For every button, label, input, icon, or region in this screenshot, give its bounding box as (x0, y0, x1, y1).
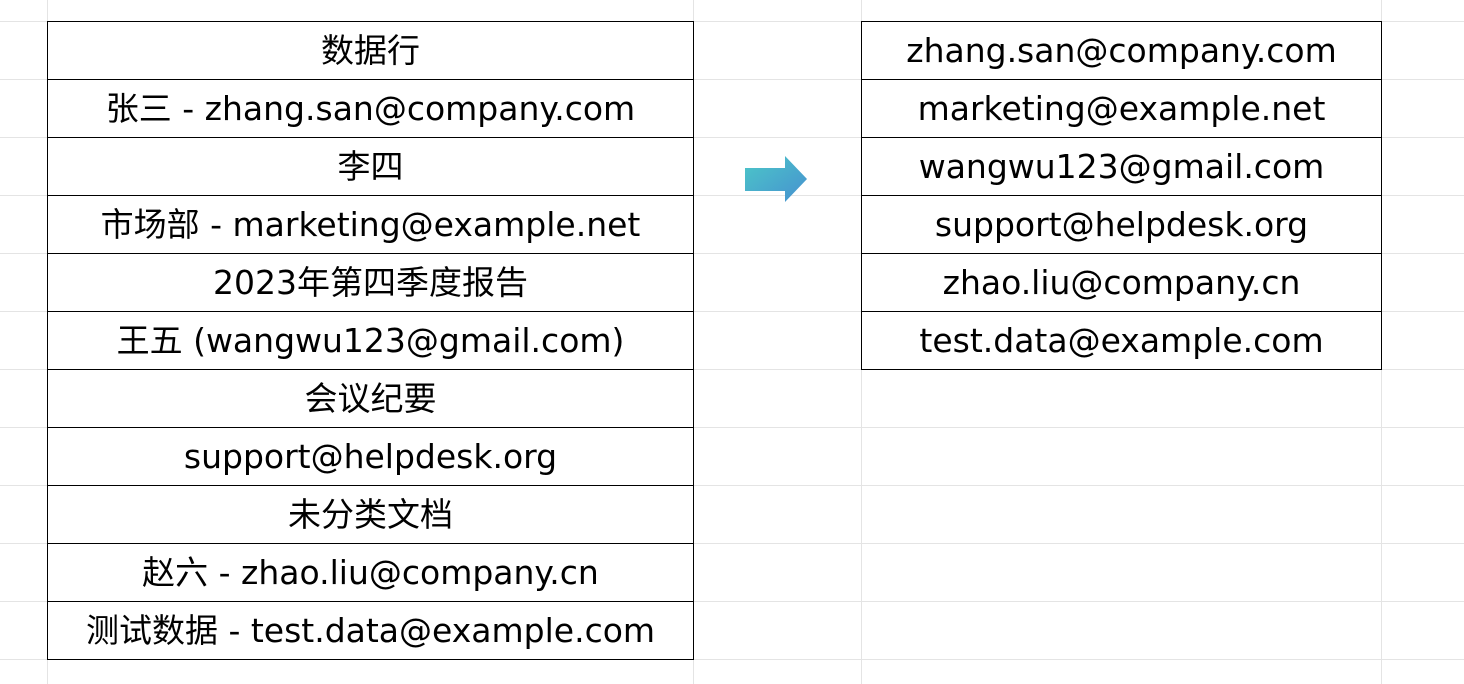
table-row: 张三 - zhang.san@company.com (47, 79, 694, 138)
arrow-right-icon (745, 156, 807, 202)
table-row: 李四 (47, 137, 694, 196)
email-cell[interactable]: support@helpdesk.org (861, 195, 1382, 254)
email-cell[interactable]: zhang.san@company.com (861, 21, 1382, 80)
source-cell[interactable]: 张三 - zhang.san@company.com (47, 79, 694, 138)
source-cell[interactable]: 测试数据 - test.data@example.com (47, 601, 694, 660)
email-cell[interactable]: zhao.liu@company.cn (861, 253, 1382, 312)
table-row: 未分类文档 (47, 485, 694, 544)
table-row: 测试数据 - test.data@example.com (47, 601, 694, 660)
source-cell[interactable]: 市场部 - marketing@example.net (47, 195, 694, 254)
source-cell[interactable]: support@helpdesk.org (47, 427, 694, 486)
email-cell[interactable]: marketing@example.net (861, 79, 1382, 138)
source-cell[interactable]: 李四 (47, 137, 694, 196)
email-cell[interactable]: wangwu123@gmail.com (861, 137, 1382, 196)
source-cell[interactable]: 王五 (wangwu123@gmail.com) (47, 311, 694, 370)
source-cell[interactable]: 2023年第四季度报告 (47, 253, 694, 312)
source-cell[interactable]: 未分类文档 (47, 485, 694, 544)
table-row: support@helpdesk.org (47, 427, 694, 486)
table-row: support@helpdesk.org (861, 195, 1382, 254)
table-row: 数据行 (47, 21, 694, 80)
table-row: zhang.san@company.com (861, 21, 1382, 80)
source-cell[interactable]: 数据行 (47, 21, 694, 80)
source-cell[interactable]: 赵六 - zhao.liu@company.cn (47, 543, 694, 602)
source-cell[interactable]: 会议纪要 (47, 369, 694, 428)
table-row: 会议纪要 (47, 369, 694, 428)
table-row: wangwu123@gmail.com (861, 137, 1382, 196)
table-row: test.data@example.com (861, 311, 1382, 370)
table-row: zhao.liu@company.cn (861, 253, 1382, 312)
table-row: 赵六 - zhao.liu@company.cn (47, 543, 694, 602)
table-row: 市场部 - marketing@example.net (47, 195, 694, 254)
table-row: 王五 (wangwu123@gmail.com) (47, 311, 694, 370)
email-cell[interactable]: test.data@example.com (861, 311, 1382, 370)
table-row: marketing@example.net (861, 79, 1382, 138)
table-row: 2023年第四季度报告 (47, 253, 694, 312)
